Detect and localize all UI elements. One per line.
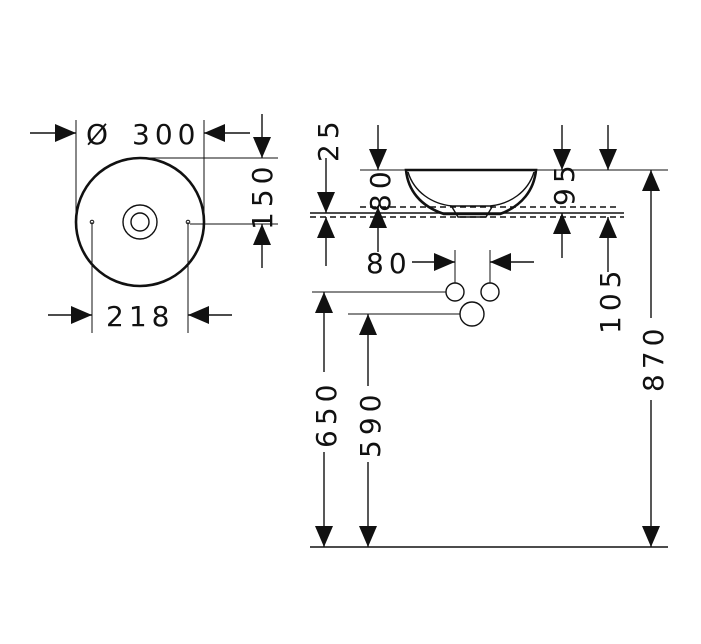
arrow-80s-left [434,253,455,271]
arrow-590-top [359,314,377,335]
arrow-80s-right [490,253,511,271]
arrow-150-top [253,137,271,158]
arrow-650-bottom [315,526,333,547]
arrow-80h-bottom [369,207,387,228]
drain-body [451,206,493,218]
arrow-25-top [317,192,335,213]
basin-side-outline [404,168,538,216]
arrow-diameter-right [204,124,225,142]
dim-height-80: 80 [364,166,397,212]
dim-diameter-300: 300 [132,118,200,151]
side-view: 25 80 95 105 80 [310,116,670,548]
arrow-95-top [553,149,571,170]
dim-height-650: 650 [310,380,343,448]
dim-height-150: 150 [246,162,279,230]
basin-outline-circle [74,156,206,288]
dim-spacing-80: 80 [366,247,412,280]
dim-height-105: 105 [594,266,627,334]
dim-height-95: 95 [548,160,581,206]
basin-inner-curve [407,171,535,207]
drain-outer-circle [122,204,158,240]
arrow-218-left [71,306,92,324]
arrow-80h-top [369,149,387,170]
dim-width-218: 218 [106,300,174,333]
dim-diameter-symbol: Ø [86,118,113,151]
waste-connection-right [480,282,500,302]
top-view: Ø 300 218 150 [30,114,279,333]
arrow-105-top [599,149,617,170]
arrow-95-bottom [553,213,571,234]
arrow-218-right [188,306,209,324]
arrow-590-bottom [359,526,377,547]
dim-height-590: 590 [354,390,387,458]
arrow-25-bottom [317,217,335,238]
waste-connection-left [445,282,465,302]
dim-height-870: 870 [637,324,670,392]
drain-inner-circle [130,212,150,232]
arrow-105-bottom [599,217,617,238]
arrow-150-bottom [253,224,271,245]
arrow-870-top [642,170,660,191]
arrow-650-top [315,292,333,313]
arrow-870-bottom [642,526,660,547]
dim-top-25: 25 [312,116,345,162]
arrow-diameter-left [55,124,76,142]
waste-outlet-circle [459,301,485,327]
